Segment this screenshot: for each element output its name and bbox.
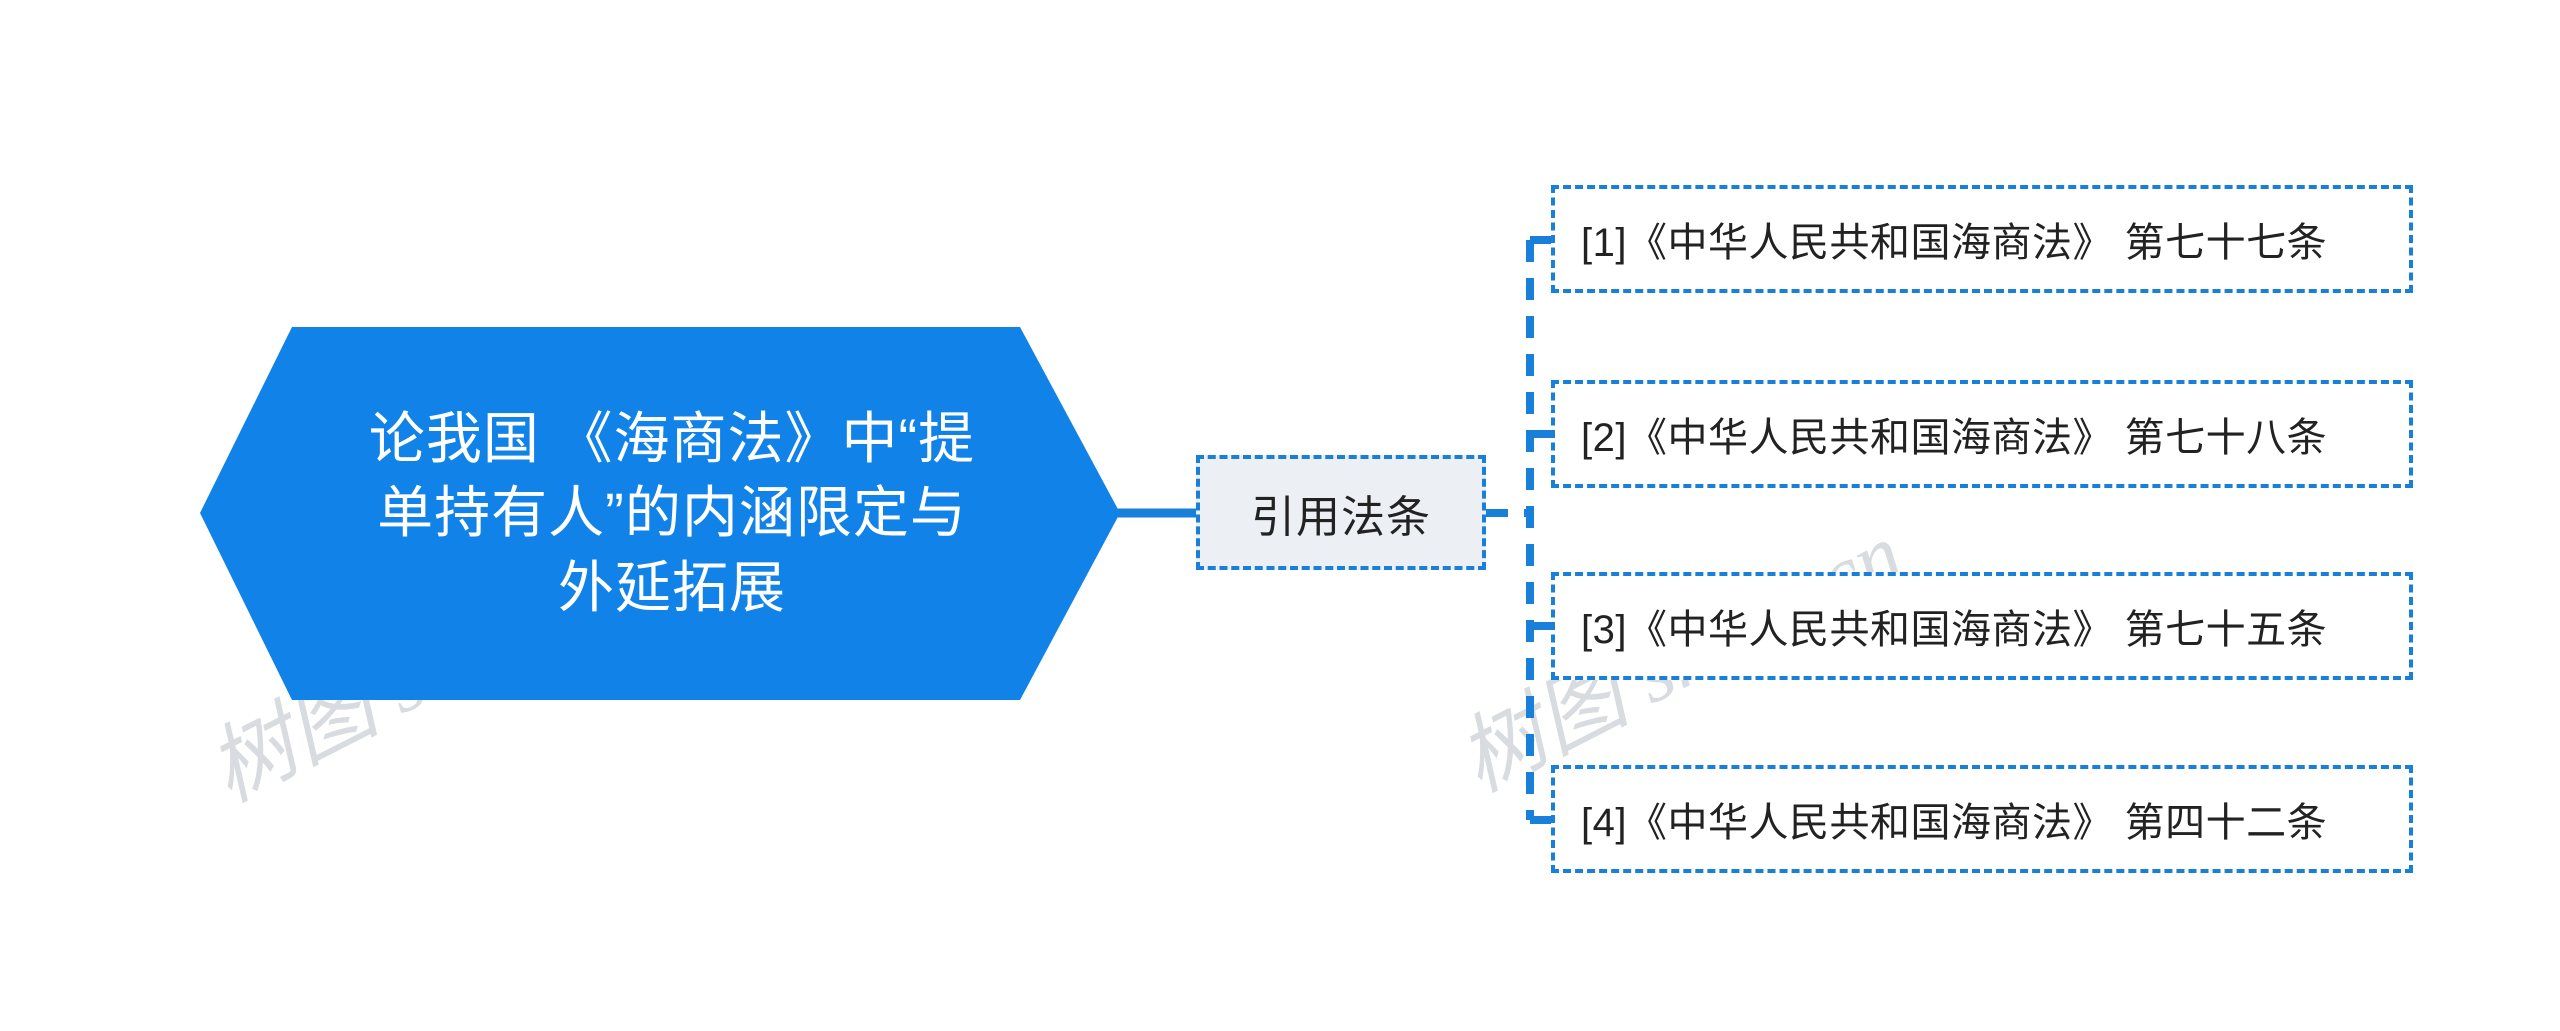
leaf-node-4[interactable]: [4]《中华人民共和国海商法》 第四十二条	[1551, 765, 2413, 873]
leaf-node-label: [2]《中华人民共和国海商法》 第七十八条	[1581, 416, 2328, 460]
leaf-node-2[interactable]: [2]《中华人民共和国海商法》 第七十八条	[1551, 380, 2413, 488]
root-node-shape	[200, 327, 1120, 700]
root-node-label: 论我国 《海商法》中“提 单持有人”的内涵限定与 外延拓展	[368, 406, 976, 619]
branch-node-citations[interactable]: 引用法条	[1196, 455, 1486, 570]
leaf-node-1[interactable]: [1]《中华人民共和国海商法》 第七十七条	[1551, 185, 2413, 293]
root-node[interactable]: 论我国 《海商法》中“提 单持有人”的内涵限定与 外延拓展	[200, 327, 1120, 700]
branch-node-label: 引用法条	[1251, 492, 1431, 542]
leaf-node-label: [3]《中华人民共和国海商法》 第七十五条	[1581, 608, 2328, 652]
leaf-node-label: [1]《中华人民共和国海商法》 第七十七条	[1581, 221, 2328, 265]
leaf-node-3[interactable]: [3]《中华人民共和国海商法》 第七十五条	[1551, 572, 2413, 680]
leaf-node-label: [4]《中华人民共和国海商法》 第四十二条	[1581, 801, 2328, 845]
